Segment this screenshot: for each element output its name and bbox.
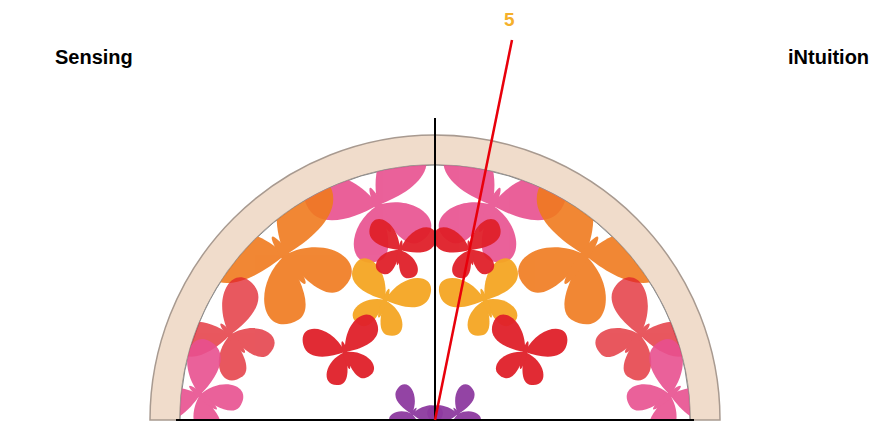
- axis-label: Sensing: [55, 46, 133, 69]
- scale-number: 5: [504, 9, 515, 31]
- axis-label: iNtuition: [788, 46, 869, 69]
